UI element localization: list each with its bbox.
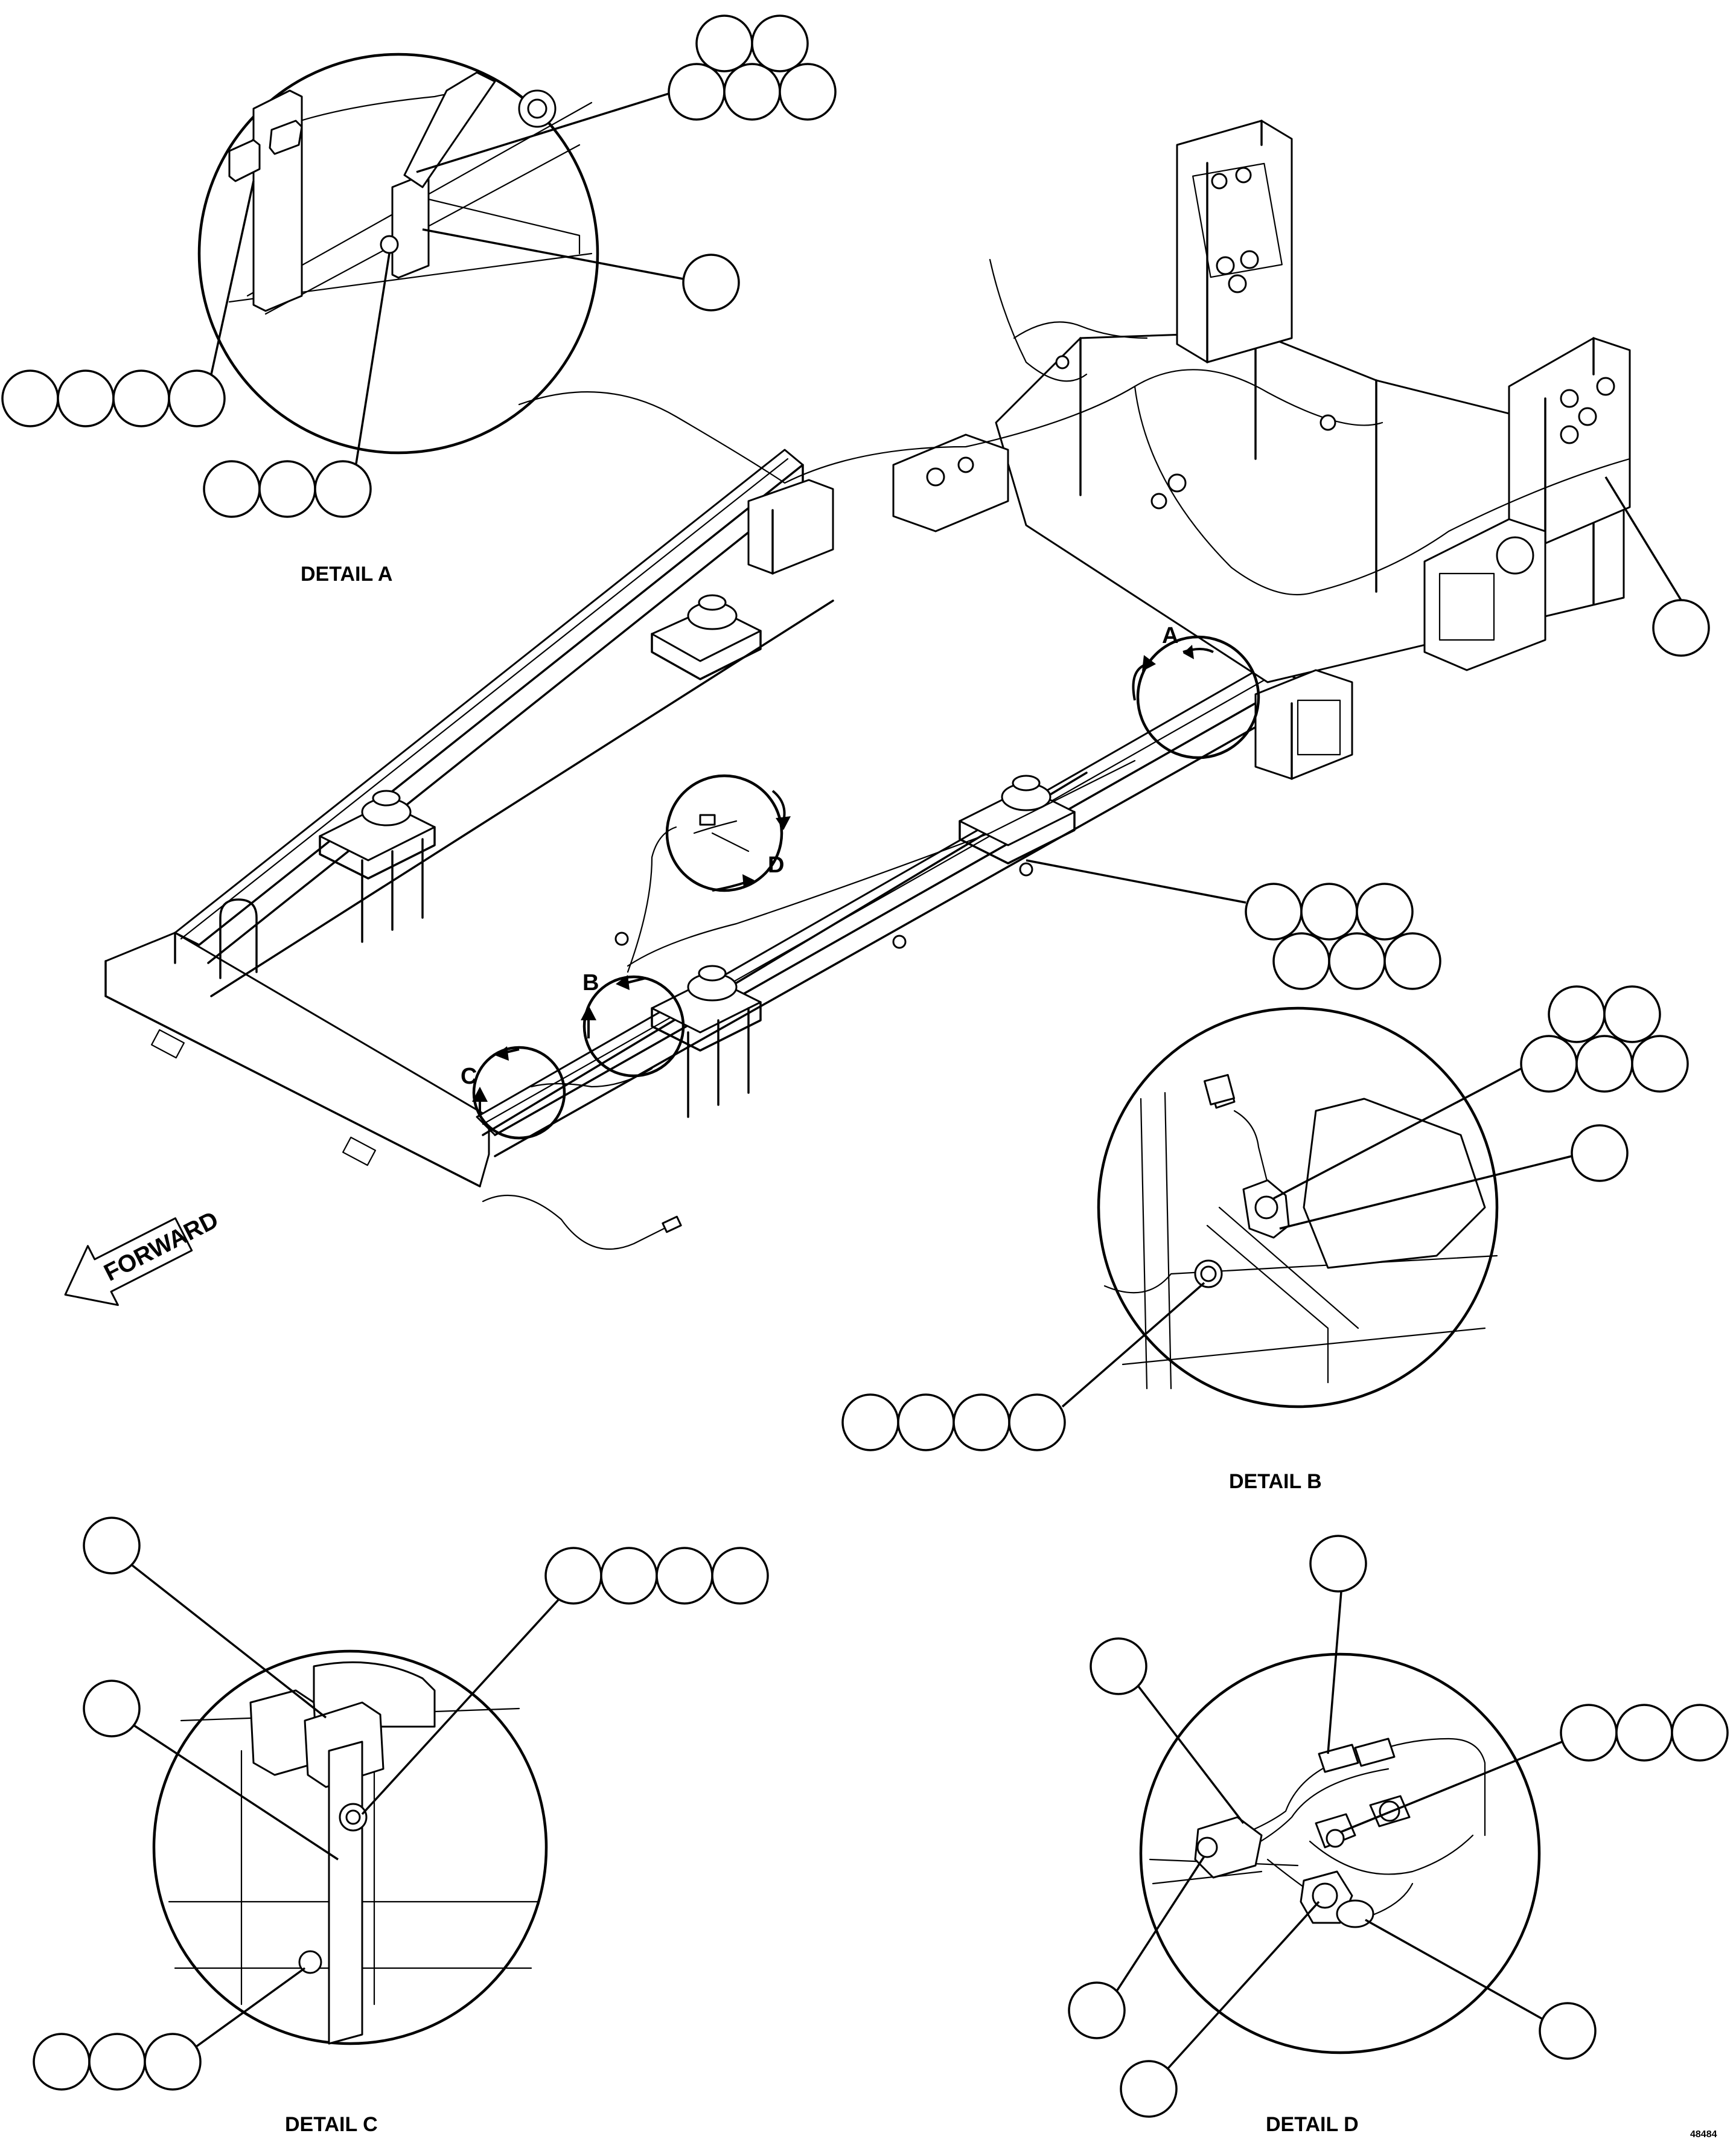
view-label-d: D (768, 852, 784, 878)
view-marker-c: C (461, 1046, 566, 1140)
view-marker-b: B (581, 970, 685, 1078)
harness-main-run (518, 369, 1383, 484)
detail-a-label: DETAIL A (301, 563, 392, 586)
detail-b-label: DETAIL B (1229, 1470, 1322, 1493)
mount-pad-1 (651, 594, 762, 680)
front-left-tower (1176, 120, 1293, 363)
balloon-group-b-bottom (841, 1282, 1205, 1451)
battery-box-right (1254, 669, 1353, 780)
electrical-panel (892, 433, 1009, 532)
mount-pad-4 (651, 965, 762, 1118)
balloon-group-main-rail (1026, 859, 1441, 990)
view-label-c: C (461, 1064, 477, 1089)
mount-pad-3 (959, 775, 1076, 865)
detail-c: DETAIL C (152, 1649, 548, 2136)
battery-box-left (747, 479, 834, 575)
detail-b: DETAIL B (1097, 1006, 1499, 1493)
balloon-group-a-top (416, 14, 837, 173)
left-frame-rail (174, 449, 804, 946)
balloon-group-c-bottom (33, 1967, 306, 2091)
balloon-d-left (1090, 1637, 1245, 1824)
view-label-a: A (1162, 623, 1178, 648)
balloon-d-bottom-middle (1120, 1901, 1320, 2118)
detail-c-label: DETAIL C (285, 2113, 378, 2136)
balloon-d-top (1309, 1535, 1367, 1754)
balloon-group-a-bottom (203, 253, 391, 518)
forward-arrow: FORWARD (64, 1206, 223, 1306)
detail-d-label: DETAIL D (1266, 2113, 1359, 2136)
mount-pad-2 (319, 790, 436, 943)
main-frame-assembly (104, 120, 1631, 1250)
balloon-group-a-left (1, 181, 255, 427)
view-marker-d: D (665, 774, 791, 892)
balloon-group-main-front (1604, 476, 1710, 657)
balloon-group-b-top (1273, 985, 1689, 1200)
balloon-c-middle-left (83, 1680, 339, 1861)
balloon-c-top-left (83, 1517, 327, 1719)
balloon-d-bottom-right (1365, 1919, 1597, 2060)
balloon-d-bottom-left (1068, 1856, 1205, 2039)
detail-d: DETAIL D (1139, 1652, 1541, 2136)
view-marker-a: A (1132, 623, 1260, 759)
view-label-b: B (582, 970, 599, 996)
u-bolt (219, 898, 258, 979)
drawing-code: 48484 (1690, 2129, 1717, 2140)
balloon-group-d-right (1339, 1704, 1729, 1833)
rear-cross-member (104, 932, 490, 1188)
detail-a: DETAIL A (197, 53, 599, 586)
balloon-b-right (1279, 1124, 1629, 1230)
balloon-a-right (422, 228, 740, 312)
balloon-group-c-top-right (361, 1547, 769, 1815)
